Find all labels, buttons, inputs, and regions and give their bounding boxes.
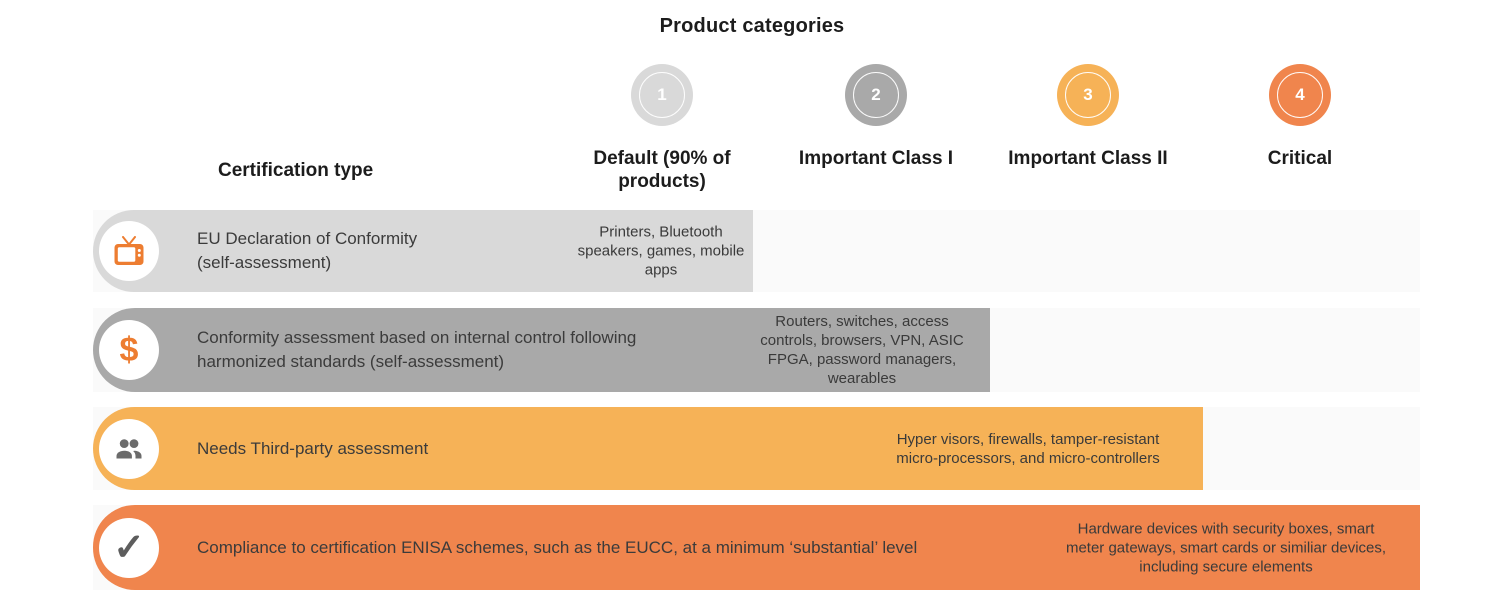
- product-examples: Hyper visors, firewalls, tamper-resistan…: [896, 430, 1160, 467]
- badge-ring: [639, 72, 685, 118]
- row-bar: [93, 210, 753, 292]
- certification-type-label: Compliance to certification ENISA scheme…: [197, 537, 918, 557]
- table-row-self-assessment: EU Declaration of Conformity (self-asses…: [93, 210, 1420, 292]
- category-1-number: 1: [657, 85, 667, 104]
- product-examples: Hardware devices with security boxes, sm…: [1065, 520, 1387, 575]
- certification-type-label: Conformity assessment based on internal …: [197, 328, 637, 371]
- category-column-important-2: 3 Important Class II: [978, 64, 1198, 170]
- row-bar: [93, 407, 1203, 490]
- table-row-enisa-certification: ✓ Compliance to certification ENISA sche…: [93, 505, 1420, 590]
- certification-type-header: Certification type: [218, 160, 374, 181]
- icon-circle: [99, 418, 159, 479]
- category-2-number: 2: [871, 85, 881, 104]
- page-title: Product categories: [659, 15, 845, 37]
- category-4-badge: 4: [1269, 64, 1331, 126]
- category-3-number: 3: [1083, 85, 1093, 104]
- icon-circle: $: [99, 320, 159, 380]
- category-column-critical: 4 Critical: [1190, 64, 1410, 170]
- badge-ring: [1065, 72, 1111, 118]
- row-bar: [93, 505, 1420, 590]
- category-column-important-1: 2 Important Class I: [766, 64, 986, 170]
- category-3-label: Important Class II: [1008, 148, 1168, 169]
- certification-type-label: Needs Third-party assessment: [197, 438, 429, 458]
- badge-ring: [1277, 72, 1323, 118]
- category-1-label: Default (90% of products): [593, 148, 731, 192]
- check-icon: ✓: [113, 526, 145, 569]
- certification-type-label: EU Declaration of Conformity (self-asses…: [197, 229, 418, 272]
- product-examples: Printers, Bluetooth speakers, games, mob…: [577, 223, 745, 279]
- tv-icon: [114, 235, 144, 265]
- people-icon: [116, 438, 142, 458]
- table-row-internal-control: $ Conformity assessment based on interna…: [93, 308, 1420, 392]
- product-examples: Routers, switches, access controls, brow…: [760, 313, 964, 387]
- category-2-badge: 2: [845, 64, 907, 126]
- category-2-label: Important Class I: [798, 148, 954, 169]
- dollar-icon: $: [119, 331, 139, 369]
- icon-circle: ✓: [99, 517, 159, 578]
- row-bar: [93, 308, 990, 392]
- table-row-third-party: Needs Third-party assessment Hyper visor…: [93, 407, 1420, 490]
- category-1-badge: 1: [631, 64, 693, 126]
- category-4-label: Critical: [1267, 148, 1333, 169]
- category-column-default: 1 Default (90% of products): [552, 64, 772, 193]
- icon-circle: [99, 221, 159, 281]
- badge-ring: [853, 72, 899, 118]
- category-4-number: 4: [1295, 85, 1305, 104]
- category-3-badge: 3: [1057, 64, 1119, 126]
